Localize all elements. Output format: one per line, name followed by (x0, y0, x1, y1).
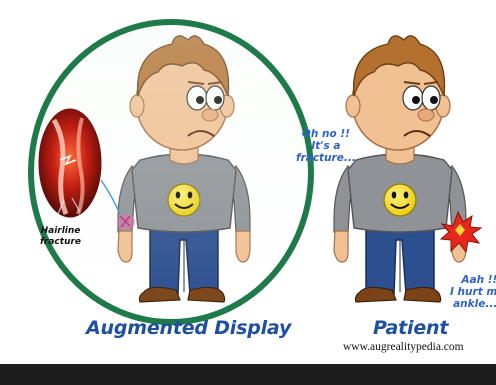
patient-speech-line1: Aah !! (450, 274, 496, 286)
patient-character (334, 36, 481, 302)
smiley-face-icon (384, 184, 416, 216)
patient-speech-line3: ankle... (450, 298, 496, 310)
patient-caption: Patient (373, 317, 448, 339)
doctor-speech-line1: Oh no !! (296, 128, 356, 140)
doctor-speech-line2: It's a (296, 140, 356, 152)
hairline-fracture-label: Hairline fracture (40, 226, 81, 248)
doctor-speech: Oh no !! It's a fracture... (296, 128, 356, 164)
patient-speech-line2: I hurt m (450, 286, 496, 298)
hairline-label-line2: fracture (40, 237, 81, 248)
watermark-url: www.augrealitypedia.com (343, 341, 464, 353)
hairline-label-line1: Hairline (40, 226, 81, 237)
illustration-art (0, 0, 496, 364)
bottom-bar (0, 364, 496, 385)
doctor-speech-line3: fracture... (296, 152, 356, 164)
augmented-display-caption: Augmented Display (86, 317, 291, 339)
patient-speech: Aah !! I hurt m ankle... (450, 274, 496, 310)
